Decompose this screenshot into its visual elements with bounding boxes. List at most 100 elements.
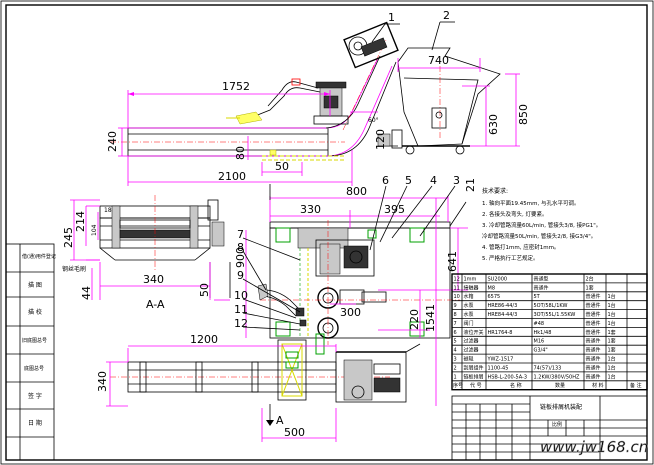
bom-cell: 1套 (608, 329, 616, 336)
section-view-a-a: 245 214 104 18 44 340 50 A-A 钢丝毛刷 (62, 195, 231, 311)
tech-note-line-5: 4. 管路打1mm, 应密封1mm。 (482, 243, 559, 251)
tech-note-line-2: 2. 各接头及弯头, 灯要紧。 (482, 210, 548, 218)
dim-18: 18 (104, 207, 112, 214)
bom-cell: 1.2KW/380V/50HZ (534, 374, 580, 380)
dim-630: 630 (487, 114, 500, 135)
dim-641: 641 (446, 251, 459, 272)
bom-cell: 1台 (608, 364, 616, 371)
bom-cell: 过滤器 (464, 338, 479, 345)
tech-note-line-1: 1. 轴向平面19.45mm, 与孔水平可调。 (482, 199, 579, 207)
title-block: 链板排屑机装配 比例 (451, 395, 648, 461)
bom-cell: 水泵 (464, 302, 474, 309)
strip-label-sign: 签 字 (28, 392, 42, 400)
dim-740: 740 (428, 54, 449, 67)
bom-frame (451, 273, 648, 391)
dim-330: 330 (300, 203, 321, 216)
bom-cell: 12 (454, 276, 460, 282)
bom-cell: 8 (454, 312, 457, 318)
callout-3: 3 (453, 174, 460, 187)
bom-cell: #48 (534, 321, 545, 327)
strip-label-check: 描 校 (28, 308, 42, 316)
bom-header-cell: 序号 (453, 382, 463, 389)
bom-cell: 1套 (608, 347, 616, 354)
bom-cell: 6 (454, 330, 457, 336)
bom-cell: 1台 (608, 320, 616, 327)
bom-cell: 10 (454, 294, 460, 300)
dim-1200: 1200 (190, 333, 218, 346)
dim-1541: 1541 (424, 304, 437, 332)
callout-1: 1 (388, 11, 395, 24)
bom-cell: G3/4" (534, 348, 548, 354)
bom-cell: 普通件 (586, 347, 601, 354)
bom-cell: M16 (534, 339, 545, 345)
bom-cell: 9 (454, 303, 457, 309)
bom-cell: 接触器 (464, 284, 479, 291)
dim-44: 44 (80, 286, 93, 300)
bom-cell: HRE84-44/3 (488, 312, 518, 318)
bom-cell: 11 (454, 285, 460, 291)
title-block-name: 链板排屑机装配 (540, 403, 582, 411)
tech-notes: 技术要求: 1. 轴向平面19.45mm, 与孔水平可调。 2. 各接头及弯头,… (482, 187, 601, 262)
dim-800: 800 (346, 185, 367, 198)
bom-cell: HR1764-8 (488, 330, 513, 336)
bottom-view: 1200 340 500 A (96, 184, 421, 442)
strip-label-base-no: 底图总号 (24, 365, 44, 372)
bom-cell: 1台 (608, 373, 616, 380)
bom-cell: 普通件 (586, 320, 601, 327)
bom-cell: 1套 (586, 284, 594, 291)
bom-cell: 液位开关 (464, 329, 484, 336)
dim-340-section: 340 (143, 273, 164, 286)
dim-850: 850 (517, 104, 530, 125)
bom-header-cell: 名 称 (510, 382, 522, 389)
bom-cell: HRE86-44/3 (488, 303, 518, 309)
bom-header-cell: 备 注 (630, 382, 642, 389)
bom-cell: 74(57)/133 (534, 365, 562, 371)
bom-cell: 5OT/58L/1KW (534, 303, 568, 309)
tech-notes-title: 技术要求: (482, 187, 508, 195)
bom-cell: 普通件 (586, 293, 601, 300)
bom-cell: 1mm (464, 276, 477, 282)
strip-label-old-no: 旧底图总号 (22, 337, 47, 344)
bom-cell: 水泵 (464, 311, 474, 318)
bom-cell: 5 (454, 339, 457, 345)
dim-245: 245 (62, 227, 75, 248)
bom-cell: 1套 (608, 338, 616, 345)
callout-8: 8 (237, 241, 244, 254)
tech-note-line-3: 3. 冷却管路流量60L/min, 管接头3/8, 接PG1"。 (482, 221, 601, 229)
bom-cell: Hk1/48 (534, 330, 552, 336)
tech-note-line-4: 冷却管路流量50L/min, 管接头2/8, 接G3/4"。 (482, 232, 596, 240)
bom-cell: 1台 (608, 356, 616, 363)
bom-cell: 链板排屑 (464, 373, 484, 380)
dim-220: 220 (408, 309, 421, 330)
callout-6: 6 (382, 174, 389, 187)
dim-21: 21 (464, 178, 477, 192)
bom-cell: 普通型 (534, 275, 549, 282)
dim-1752: 1752 (222, 80, 250, 93)
tech-note-line-6: 5. 严格执行工艺规定。 (482, 254, 539, 262)
callout-12: 12 (234, 317, 248, 330)
bom-cell: 过滤器 (464, 347, 479, 354)
dim-340-bottom: 340 (96, 371, 109, 392)
bom-header-cell: 数量 (555, 382, 565, 389)
bom-cell: HSB-L-200-5A-3 (488, 374, 528, 380)
bom-cell: 2台 (586, 275, 594, 282)
watermark: www.jw168.cn (540, 438, 648, 456)
dim-300: 300 (340, 306, 361, 319)
bom-cell: M8 (488, 285, 496, 291)
title-block-scale: 比例 (552, 421, 562, 428)
bom-cell: YWZ-1517 (487, 357, 514, 363)
bom-header-cell: 材 料 (592, 382, 604, 389)
strip-label-date: 日 期 (28, 419, 42, 427)
callout-11: 11 (234, 303, 248, 316)
bom-cell: 2 (454, 365, 457, 371)
bom-cell: 普通件 (586, 364, 601, 371)
bom-cell: 3 (454, 357, 457, 363)
bom-cell: 水箱 (464, 293, 474, 300)
bom-cell: 1台 (608, 293, 616, 300)
dim-80: 80 (234, 146, 247, 160)
callout-7: 7 (237, 228, 244, 241)
bom-cell: 4 (454, 348, 457, 354)
callout-10: 10 (234, 289, 248, 302)
